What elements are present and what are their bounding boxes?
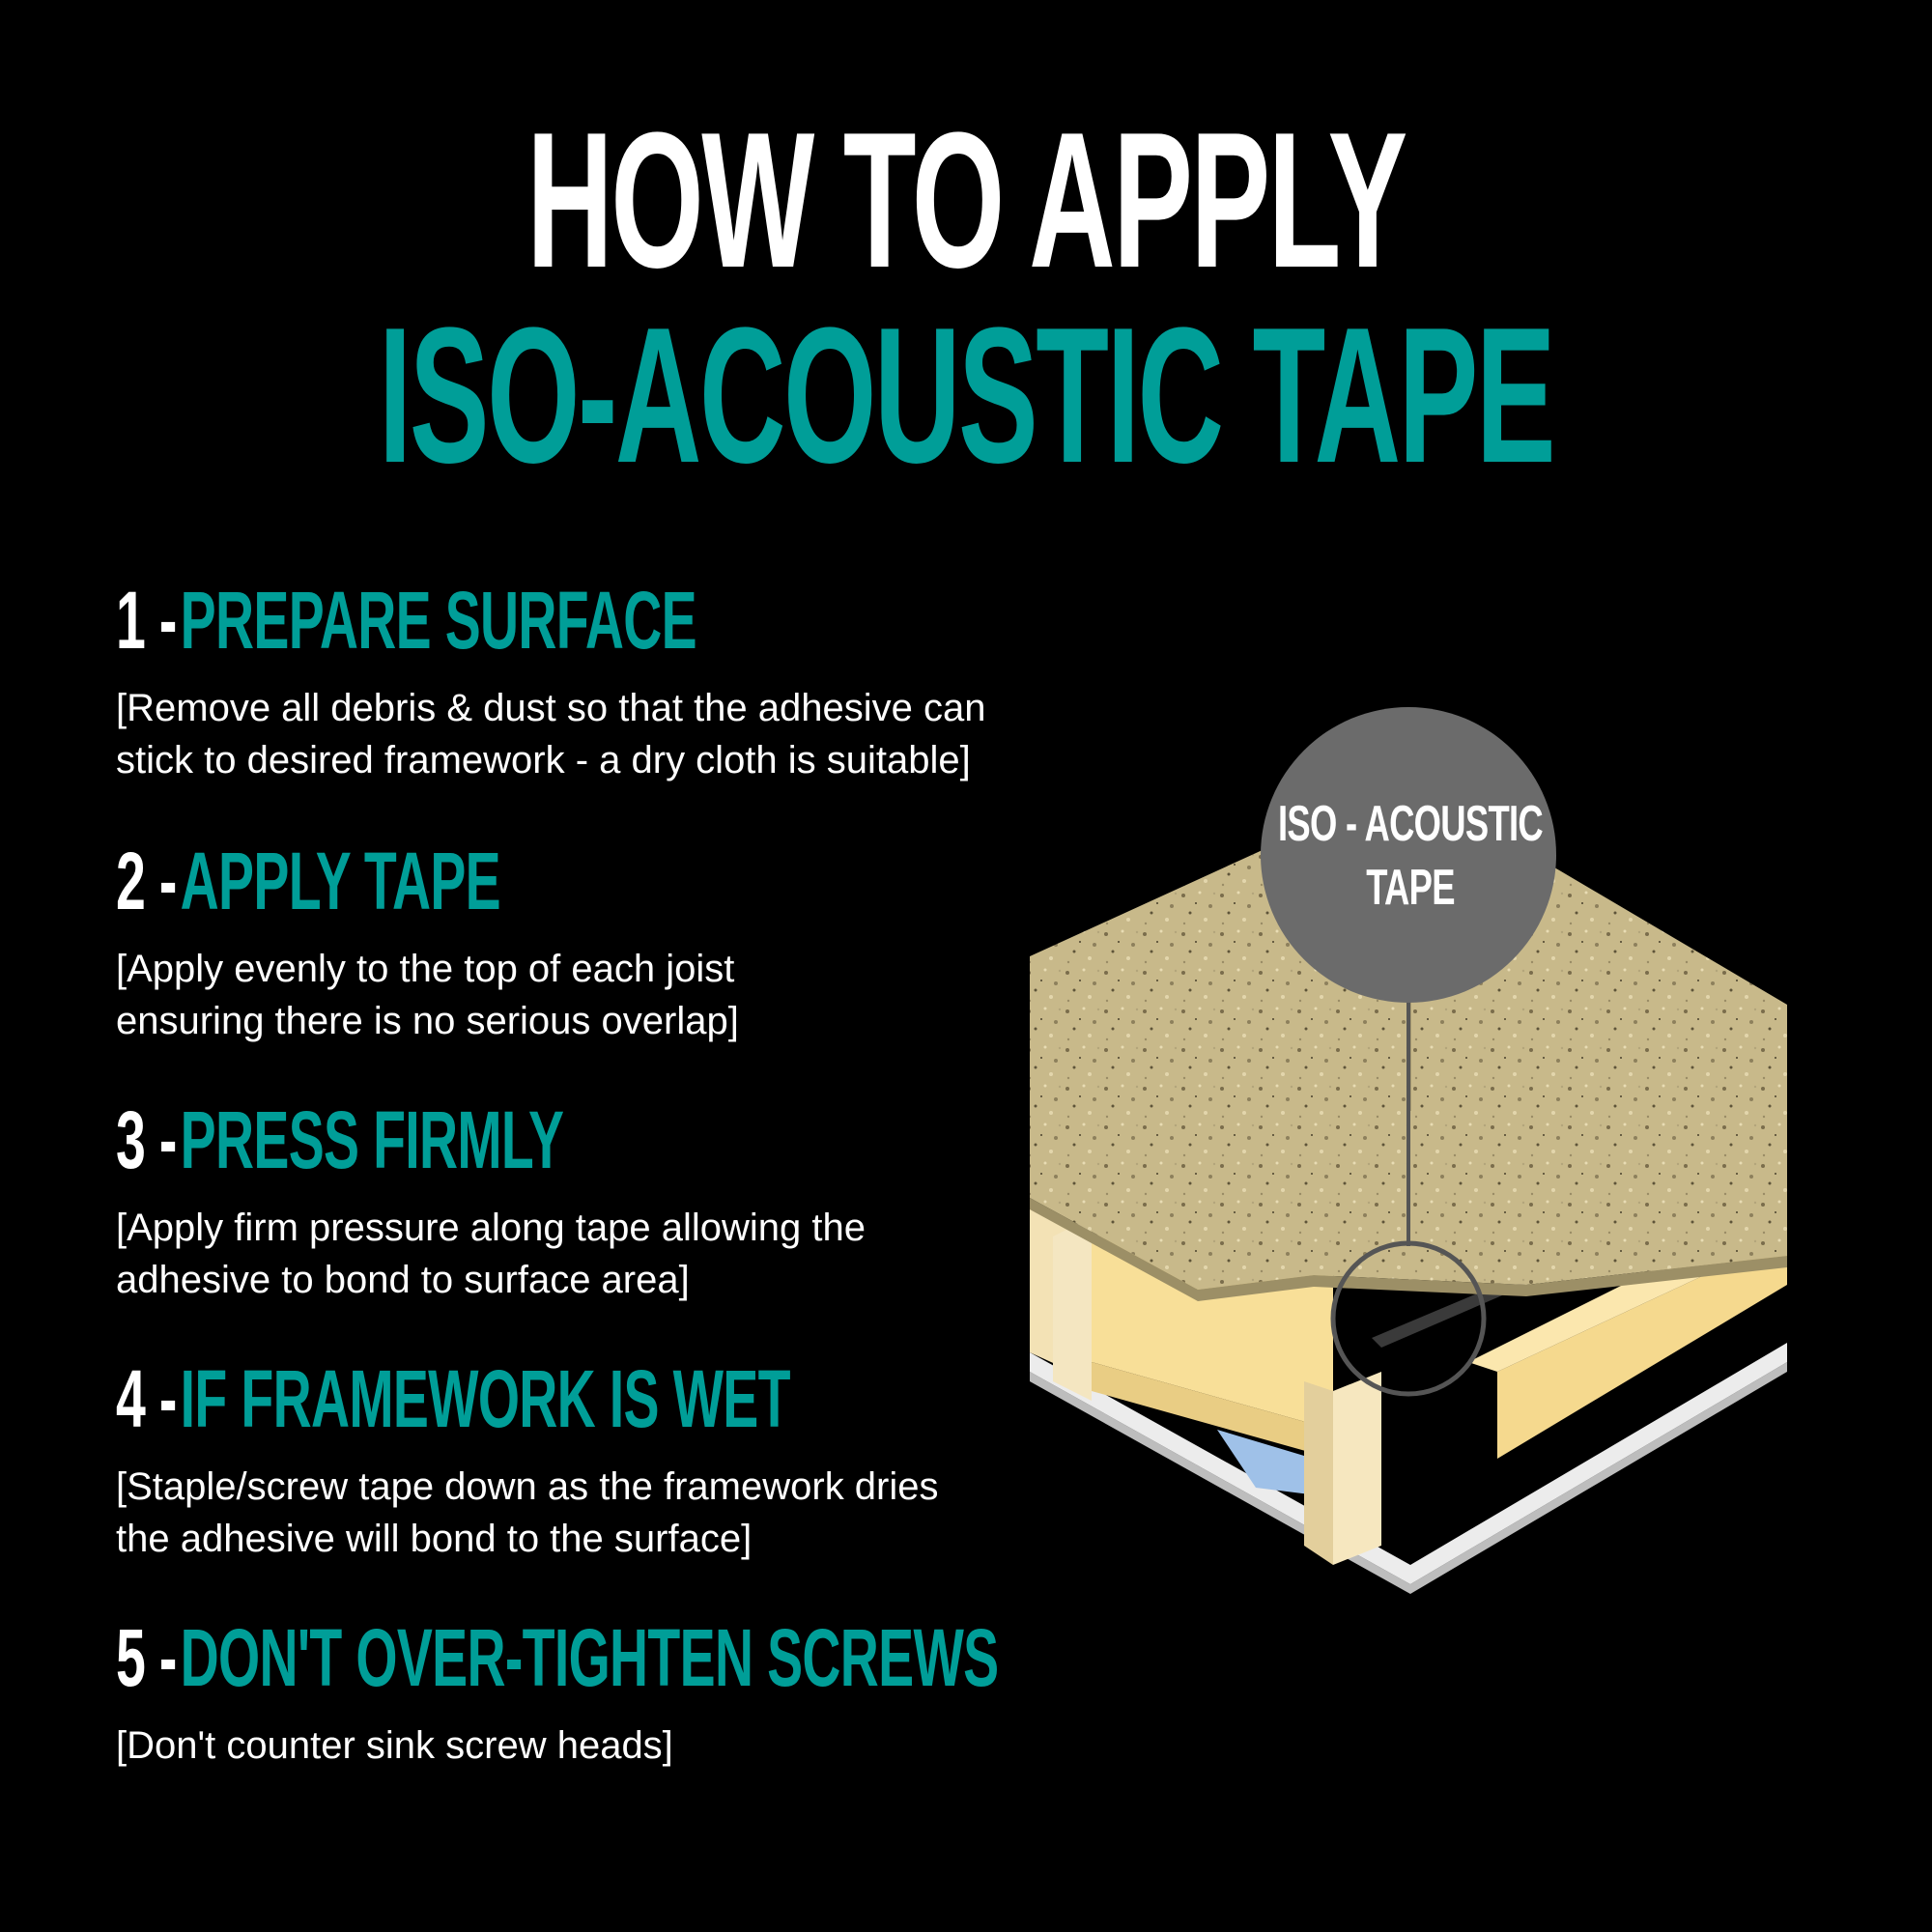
badge-circle (1261, 707, 1556, 1003)
step-title: IF FRAMEWORK IS WET (180, 1353, 791, 1444)
step-description: [Apply firm pressure along tape allowing… (116, 1207, 866, 1301)
insulation-left-face (1092, 1362, 1333, 1459)
step-number: 3 - (116, 1094, 177, 1185)
step-title: APPLY TAPE (180, 836, 501, 926)
centre-joist-front (1304, 1381, 1333, 1565)
step-title: PRESS FIRMLY (180, 1094, 564, 1185)
joist-left-post (1053, 1217, 1092, 1401)
floor-layers-illustration (1030, 707, 1787, 1594)
insulation-right (1497, 1236, 1787, 1459)
centre-joist (1333, 1372, 1381, 1565)
step-description: [Don't counter sink screw heads] (116, 1724, 673, 1767)
step-1: 1 -PREPARE SURFACE [Remove all debris & … (116, 580, 1082, 786)
badge-label-line-2: TAPE (1366, 860, 1455, 916)
step-description: [Apply evenly to the top of each joist e… (116, 948, 739, 1042)
step-2: 2 -APPLY TAPE [Apply evenly to the top o… (116, 840, 1082, 1047)
step-description: [Remove all debris & dust so that the ad… (116, 687, 986, 781)
step-number: 1 - (116, 575, 177, 666)
step-number: 5 - (116, 1612, 177, 1703)
step-description: [Staple/screw tape down as the framework… (116, 1465, 939, 1560)
step-heading: 4 -IF FRAMEWORK IS WET (116, 1358, 790, 1447)
floor-cross-section-diagram: ISO - ACOUSTIC TAPE (1024, 696, 1797, 1604)
step-heading: 5 -DON'T OVER-TIGHTEN SCREWS (116, 1617, 999, 1706)
title-line-2: ISO-ACOUSTIC TAPE (378, 288, 1556, 503)
step-title: PREPARE SURFACE (180, 575, 697, 666)
step-heading: 2 -APPLY TAPE (116, 840, 753, 929)
step-3: 3 -PRESS FIRMLY [Apply firm pressure alo… (116, 1099, 1082, 1306)
step-number: 4 - (116, 1353, 177, 1444)
particle-board-edge (1030, 1198, 1787, 1301)
step-number: 2 - (116, 836, 177, 926)
step-4: 4 -IF FRAMEWORK IS WET [Staple/screw tap… (116, 1358, 1082, 1565)
step-heading: 3 -PRESS FIRMLY (116, 1099, 753, 1188)
step-heading: 1 -PREPARE SURFACE (116, 580, 753, 668)
callout-ring (1330, 1240, 1487, 1397)
badge-label-line-1: ISO - ACOUSTIC (1277, 796, 1544, 852)
title-line-1: HOW TO APPLY (526, 93, 1407, 308)
step-5: 5 -DON'T OVER-TIGHTEN SCREWS [Don't coun… (116, 1617, 1082, 1772)
step-title: DON'T OVER-TIGHTEN SCREWS (180, 1612, 999, 1703)
